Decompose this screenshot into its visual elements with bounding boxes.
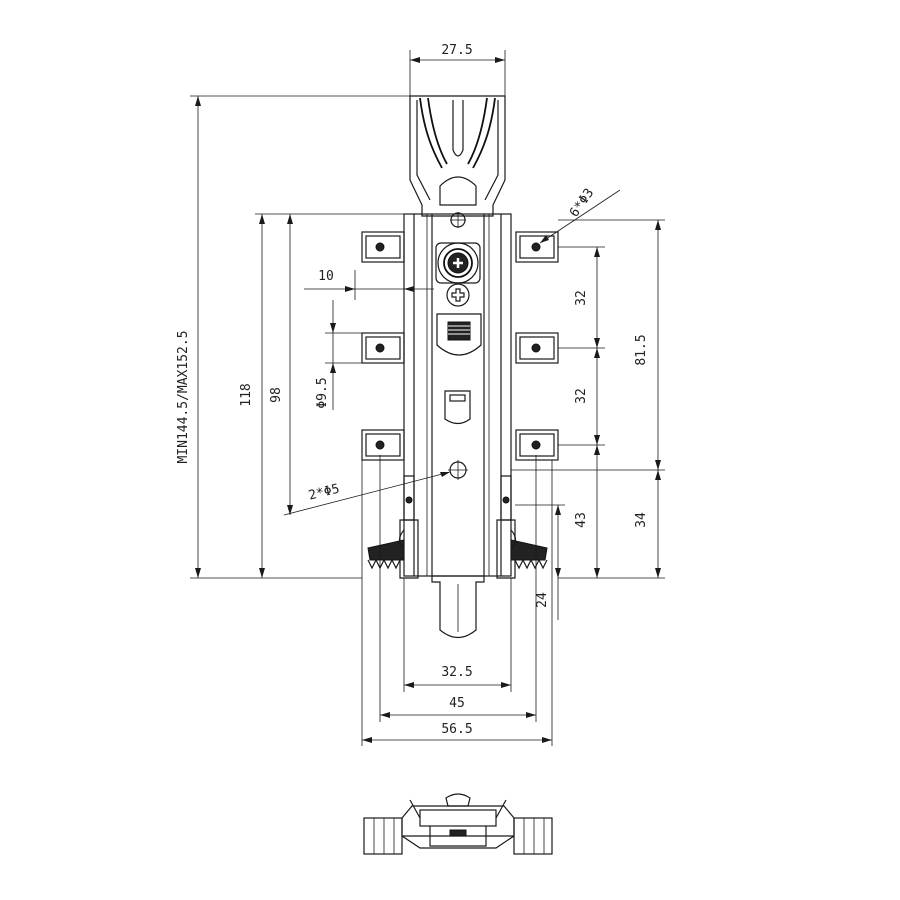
dim-2-phi-5: 2*Φ5 [307, 482, 341, 504]
bottom-arms [367, 475, 548, 579]
dim-118: 118 [239, 383, 254, 406]
mounting-tabs-left [361, 231, 405, 461]
top-clip [409, 95, 506, 228]
dim-32-5: 32.5 [441, 665, 472, 680]
latch-window [444, 390, 471, 425]
dim-32-lower: 32 [574, 388, 589, 404]
dim-81-5: 81.5 [634, 334, 649, 365]
dimension-lines [190, 50, 665, 746]
cross-screw [446, 283, 470, 307]
spring-block [436, 313, 482, 356]
mounting-tabs-right [515, 231, 559, 461]
dim-34: 34 [634, 512, 649, 528]
bottom-tongue [431, 575, 485, 639]
dim-10: 10 [318, 269, 334, 284]
dim-43: 43 [574, 512, 589, 528]
dim-98: 98 [269, 387, 284, 403]
front-view [361, 95, 559, 639]
dim-total-height: MIN144.5/MAX152.5 [176, 330, 191, 463]
bottom-view [363, 793, 553, 855]
adjuster-screw [435, 242, 481, 284]
lower-hole [448, 460, 468, 480]
dim-phi-9-5: Φ9.5 [315, 377, 330, 408]
dim-45: 45 [449, 696, 465, 711]
dim-27-5: 27.5 [441, 43, 472, 58]
dimension-labels: 27.5 6*Φ3 10 32 32 81.5 Φ9.5 MIN144.5/MA… [176, 43, 649, 737]
dim-32-upper: 32 [574, 290, 589, 306]
dim-24: 24 [535, 592, 550, 608]
dim-6-phi-3: 6*Φ3 [567, 186, 597, 220]
dim-56-5: 56.5 [441, 722, 472, 737]
